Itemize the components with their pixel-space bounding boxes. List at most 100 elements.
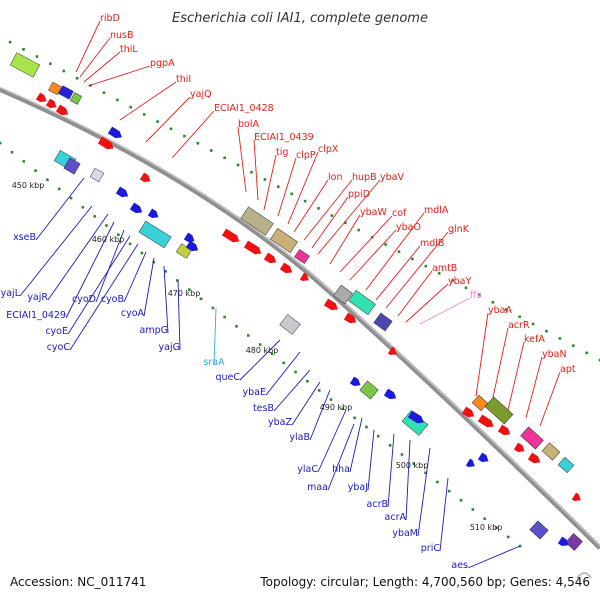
gene-arrow[interactable] [323,298,340,313]
reverse-gene-label[interactable]: yajG [159,342,180,353]
gene-arrow[interactable] [97,136,116,152]
gene-arrow[interactable] [139,172,153,185]
gene-arrow[interactable] [349,376,363,389]
gene-arrow[interactable] [129,202,144,216]
gene-block[interactable] [471,394,489,412]
forward-gene-label[interactable]: amtB [432,263,457,274]
forward-gene-label[interactable]: acrR [508,320,530,331]
gene-arrow[interactable] [477,452,491,465]
gene-block[interactable] [348,289,376,316]
forward-gene-label[interactable]: thiI [176,74,191,85]
gene-block[interactable] [520,426,544,450]
gene-block[interactable] [138,220,172,249]
forward-gene-label[interactable]: ybaO [396,222,421,233]
forward-gene-label[interactable]: pgpA [150,58,175,69]
reverse-gene-label[interactable]: acrB [367,499,388,510]
gene-arrow[interactable] [571,492,583,504]
forward-gene-label[interactable]: ECIAI1_0439 [254,132,314,143]
gene-arrow[interactable] [243,240,264,257]
forward-gene-label[interactable]: cof [392,208,407,219]
forward-gene-label[interactable]: tig [276,147,288,158]
forward-gene-label[interactable]: nusB [110,30,134,41]
reverse-gene-label[interactable]: queC [215,372,240,383]
gene-arrow[interactable] [279,262,294,276]
gene-block[interactable] [270,228,298,253]
reverse-gene-label[interactable]: ybaM [392,528,418,539]
forward-gene-label[interactable]: glnK [448,224,470,235]
forward-gene-label[interactable]: thiL [120,44,138,55]
gene-block[interactable] [279,314,301,335]
gene-block[interactable] [557,456,575,474]
reverse-gene-label[interactable]: cyoB [101,294,124,305]
gene-block[interactable] [565,533,583,551]
forward-gene-label[interactable]: clpX [318,144,339,155]
forward-gene-label[interactable]: lon [328,172,342,183]
gene-block[interactable] [359,380,379,400]
gene-block[interactable] [89,167,105,183]
gene-arrow[interactable] [343,312,358,326]
forward-gene-label[interactable]: ybaW [360,207,387,218]
gene-arrow[interactable] [465,458,477,470]
gene-block[interactable] [70,92,82,105]
forward-gene-label[interactable]: ybaA [488,305,512,316]
gene-arrow[interactable] [557,536,571,549]
gene-block[interactable] [294,249,310,264]
reverse-gene-label[interactable]: priC [421,543,441,554]
gene-arrow[interactable] [263,252,278,266]
gene-arrow[interactable] [461,406,476,420]
reverse-gene-label[interactable]: hha [332,464,350,475]
gene-arrow[interactable] [107,126,124,141]
forward-gene-label[interactable]: mdlA [424,205,449,216]
ncrna-gene-label[interactable]: ffs [470,290,482,301]
gene-arrow[interactable] [55,104,70,118]
forward-gene-label[interactable]: ybaY [448,276,471,287]
gene-block[interactable] [48,81,62,96]
forward-gene-label[interactable]: ybaV [380,172,404,183]
gene-arrow[interactable] [407,410,426,426]
forward-gene-label[interactable]: hupB [352,172,377,183]
gene-arrow[interactable] [527,452,542,466]
reverse-gene-label[interactable]: cyoC [47,342,71,353]
forward-gene-label[interactable]: mdlB [420,238,444,249]
reverse-gene-label[interactable]: ECIAI1_0429 [6,310,66,321]
reverse-gene-label[interactable]: ylaB [289,432,310,443]
forward-gene-label[interactable]: ybaN [542,349,567,360]
reverse-gene-label[interactable]: acrA [385,512,407,523]
gene-block[interactable] [333,284,353,305]
reverse-gene-label[interactable]: aes [451,560,468,571]
reverse-gene-label[interactable]: ybaZ [268,417,292,428]
gene-arrow[interactable] [183,232,197,245]
reverse-gene-label[interactable]: cyoE [45,326,68,337]
reverse-gene-label[interactable]: yajR [27,292,48,303]
reverse-gene-label[interactable]: yajL [1,288,21,299]
reverse-gene-label[interactable]: maa [307,482,328,493]
gene-block[interactable] [63,157,81,175]
gene-block[interactable] [484,396,514,425]
gene-arrow[interactable] [383,388,398,402]
gene-arrow[interactable] [497,424,512,438]
gene-arrow[interactable] [35,92,49,105]
reverse-gene-label[interactable]: ylaC [297,464,318,475]
gene-arrow[interactable] [477,414,496,430]
gene-arrow[interactable] [185,240,200,254]
gene-block[interactable] [373,312,393,332]
gene-arrow[interactable] [115,186,130,200]
gene-block[interactable] [58,85,74,100]
reverse-gene-label[interactable]: cyoD [72,294,96,305]
gene-block[interactable] [529,520,549,540]
reverse-gene-label[interactable]: tesB [253,403,274,414]
gene-block[interactable] [9,52,41,78]
reverse-gene-label[interactable]: xseB [13,232,36,243]
gene-arrow[interactable] [513,442,527,455]
forward-gene-label[interactable]: yajQ [190,89,212,100]
rna-gene-label[interactable]: sraA [203,357,225,368]
gene-arrow[interactable] [221,228,242,245]
reverse-gene-label[interactable]: ybaJ [348,482,368,493]
gene-block[interactable] [541,442,561,461]
reverse-gene-label[interactable]: ampG [140,325,168,336]
rotate-icon[interactable] [576,572,592,579]
forward-gene-label[interactable]: kefA [524,334,545,345]
forward-gene-label[interactable]: bolA [238,119,259,130]
reverse-gene-label[interactable]: ybaE [243,387,266,398]
forward-gene-label[interactable]: ECIAI1_0428 [214,103,274,114]
